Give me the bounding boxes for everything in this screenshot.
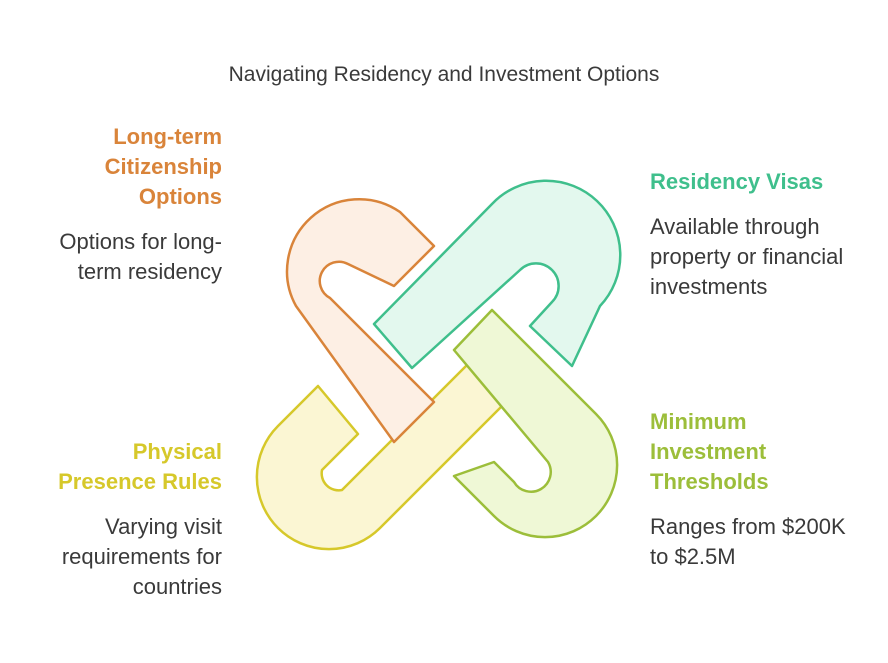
investment-description: Ranges from $200K to $2.5M <box>650 514 846 569</box>
residency-heading: Residency Visas <box>650 169 824 194</box>
investment-heading: Minimum Investment Thresholds <box>650 409 769 494</box>
investment-threshold-link <box>452 308 619 539</box>
residency-description: Available through property or financial … <box>650 214 844 299</box>
physical-presence-link <box>255 360 510 551</box>
physical-presence-description: Varying visit requirements for countries <box>61 514 222 599</box>
citizenship-description: Options for long-term residency <box>59 229 222 284</box>
citizenship-link <box>285 197 436 444</box>
citizenship-heading: Long-term Citizenship Options <box>104 124 222 209</box>
physical-presence-heading: Physical Presence Rules <box>58 439 222 494</box>
residency-visa-link <box>372 179 622 370</box>
diagram-title: Navigating Residency and Investment Opti… <box>228 63 660 86</box>
